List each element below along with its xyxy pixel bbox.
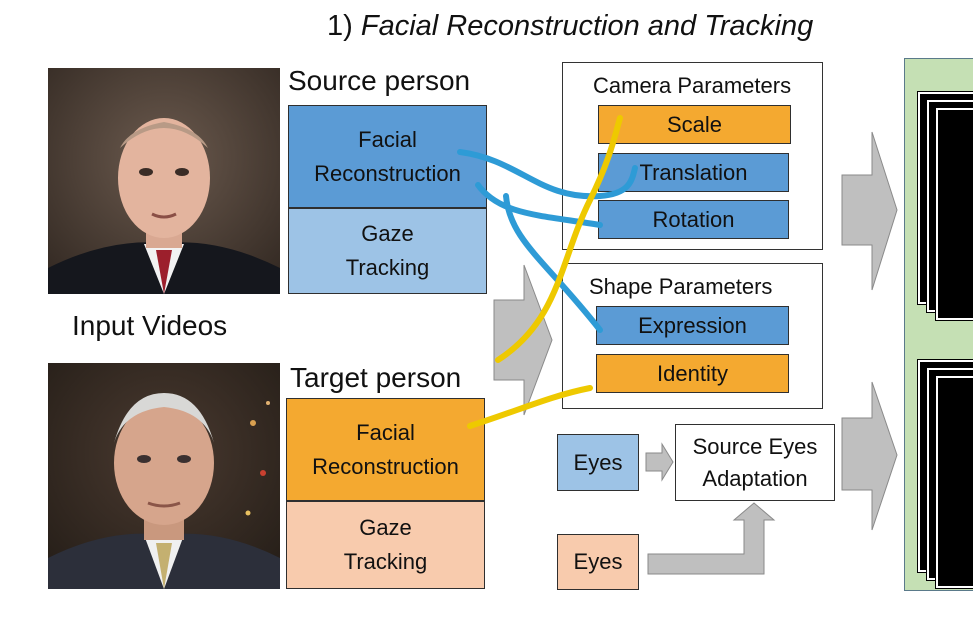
source-eyes-label: Eyes [573, 449, 623, 475]
output-frame-front-1 [935, 107, 973, 321]
target-facial-reconstruction-label: Facial Reconstruction [312, 419, 459, 479]
source-facial-reconstruction-box: Facial Reconstruction [288, 105, 487, 208]
target-facial-reconstruction-box: Facial Reconstruction [286, 398, 485, 501]
expression-label: Expression [638, 312, 747, 338]
source-gaze-tracking-box: Gaze Tracking [288, 208, 487, 294]
camera-parameters-title: Camera Parameters [593, 73, 792, 98]
target-gaze-tracking-box: Gaze Tracking [286, 501, 485, 589]
rotation-label: Rotation [652, 206, 735, 232]
output-frame-front-2 [935, 375, 973, 589]
source-eyes-box: Eyes [557, 434, 639, 491]
target-person-photo [48, 363, 280, 589]
diagram-title: 1) Facial Reconstruction and Tracking [327, 10, 887, 43]
source-eyes-adaptation-label: Source Eyes Adaptation [692, 433, 818, 491]
target-eyes-bent-arrow [647, 502, 776, 575]
eyes-to-output-arrow [841, 381, 898, 531]
source-eyes-adaptation-box: Source Eyes Adaptation [675, 424, 835, 501]
title-number: 1) [327, 10, 353, 42]
scale-param: Scale [598, 105, 791, 144]
source-to-expression-link [503, 193, 603, 333]
target-eyes-box: Eyes [557, 534, 639, 590]
target-to-scale-link [495, 115, 623, 363]
identity-label: Identity [657, 360, 728, 386]
target-eyes-label: Eyes [573, 549, 623, 574]
expression-param: Expression [596, 306, 789, 345]
source-person-photo [48, 68, 280, 294]
camera-to-output-arrow [841, 131, 898, 291]
target-gaze-tracking-label: Gaze Tracking [343, 515, 428, 574]
source-gaze-tracking-label: Gaze Tracking [345, 221, 430, 280]
source-person-label: Source person [288, 65, 471, 96]
target-person-label: Target person [290, 362, 462, 393]
translation-param: Translation [598, 153, 789, 192]
source-to-translation-link [457, 149, 638, 200]
rotation-param: Rotation [598, 200, 789, 239]
shape-parameters-title: Shape Parameters [589, 274, 773, 299]
title-text: Facial Reconstruction and Tracking [360, 10, 814, 42]
target-to-identity-link [467, 385, 593, 429]
scale-label: Scale [666, 111, 723, 137]
eyes-small-arrow [645, 442, 674, 482]
translation-label: Translation [639, 159, 748, 185]
input-videos-label: Input Videos [72, 310, 228, 341]
identity-param: Identity [596, 354, 789, 393]
source-facial-reconstruction-label: Facial Reconstruction [314, 126, 461, 186]
